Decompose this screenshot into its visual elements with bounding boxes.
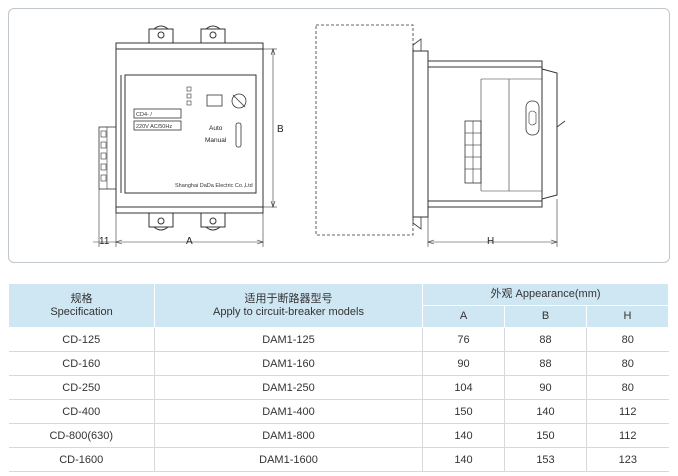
specification-table: 规格 Specification 适用于断路器型号 Apply to circu… — [8, 283, 670, 472]
auto-label: Auto — [209, 125, 223, 132]
spec-cell: CD-1600 — [8, 447, 155, 472]
table-row: CD-800(630) DAM1-800 140 150 112 — [8, 423, 669, 448]
table-row: CD-400 DAM1-400 150 140 112 — [8, 399, 669, 424]
h-cell: 123 — [586, 447, 669, 472]
a-cell: 90 — [422, 351, 505, 376]
a-cell: 150 — [422, 399, 505, 424]
side-view — [315, 24, 566, 236]
technical-drawing-panel: CD4- / 220V AC/50Hz Auto Manual Shanghai… — [8, 8, 670, 263]
b-cell: 88 — [504, 351, 587, 376]
model-header-en: Apply to circuit-breaker models — [212, 305, 364, 318]
model-cell: DAM1-125 — [154, 327, 423, 352]
side-dimensions — [427, 199, 558, 247]
table-header: 规格 Specification 适用于断路器型号 Apply to circu… — [8, 283, 670, 328]
spec-cell: CD-800(630) — [8, 423, 155, 448]
spec-cell: CD-400 — [8, 399, 155, 424]
spec-cell: CD-250 — [8, 375, 155, 400]
model-label-text: CD4- / — [136, 112, 152, 118]
b-column-header: B — [504, 305, 587, 328]
manufacturer-label: Shanghai DaDa Electric Co.,Ltd — [175, 183, 253, 189]
rating-label-text: 220V AC/50Hz — [136, 124, 172, 130]
model-cell: DAM1-400 — [154, 399, 423, 424]
technical-drawing: CD4- / 220V AC/50Hz Auto Manual Shanghai… — [93, 24, 566, 247]
spec-cell: CD-160 — [8, 351, 155, 376]
h-cell: 80 — [586, 351, 669, 376]
model-cell: DAM1-800 — [154, 423, 423, 448]
model-cell: DAM1-160 — [154, 351, 423, 376]
spec-header-en: Specification — [50, 305, 113, 318]
a-cell: 104 — [422, 375, 505, 400]
h-cell: 112 — [586, 399, 669, 424]
a-cell: 76 — [422, 327, 505, 352]
spec-header-cn: 规格 — [70, 292, 93, 305]
b-cell: 140 — [504, 399, 587, 424]
h-cell: 80 — [586, 327, 669, 352]
table-row: CD-125 DAM1-125 76 88 80 — [8, 327, 669, 352]
dimension-h-label: H — [487, 236, 494, 247]
a-cell: 140 — [422, 447, 505, 472]
front-view — [98, 25, 264, 231]
table-row: CD-250 DAM1-250 104 90 80 — [8, 375, 669, 400]
dimension-b-label: B — [277, 124, 284, 135]
table-row: CD-160 DAM1-160 90 88 80 — [8, 351, 669, 376]
model-cell: DAM1-250 — [154, 375, 423, 400]
appearance-header: 外观 Appearance(mm) — [421, 283, 670, 306]
b-cell: 153 — [504, 447, 587, 472]
table-body: CD-125 DAM1-125 76 88 80 CD-160 DAM1-160… — [8, 327, 669, 472]
h-cell: 80 — [586, 375, 669, 400]
spec-column-header: 规格 Specification — [8, 283, 155, 328]
dimension-a-label: A — [186, 236, 193, 247]
a-cell: 140 — [422, 423, 505, 448]
model-cell: DAM1-1600 — [154, 447, 423, 472]
dimension-offset-label: 11 — [99, 236, 110, 247]
model-column-header: 适用于断路器型号 Apply to circuit-breaker models — [154, 283, 423, 328]
spec-cell: CD-125 — [8, 327, 155, 352]
table-row: CD-1600 DAM1-1600 140 153 123 — [8, 447, 669, 472]
a-column-header: A — [422, 305, 505, 328]
b-cell: 90 — [504, 375, 587, 400]
h-column-header: H — [585, 305, 670, 328]
b-cell: 150 — [504, 423, 587, 448]
front-dimensions — [93, 48, 277, 247]
h-cell: 112 — [586, 423, 669, 448]
manual-label: Manual — [205, 137, 227, 144]
model-header-cn: 适用于断路器型号 — [244, 292, 333, 305]
b-cell: 88 — [504, 327, 587, 352]
